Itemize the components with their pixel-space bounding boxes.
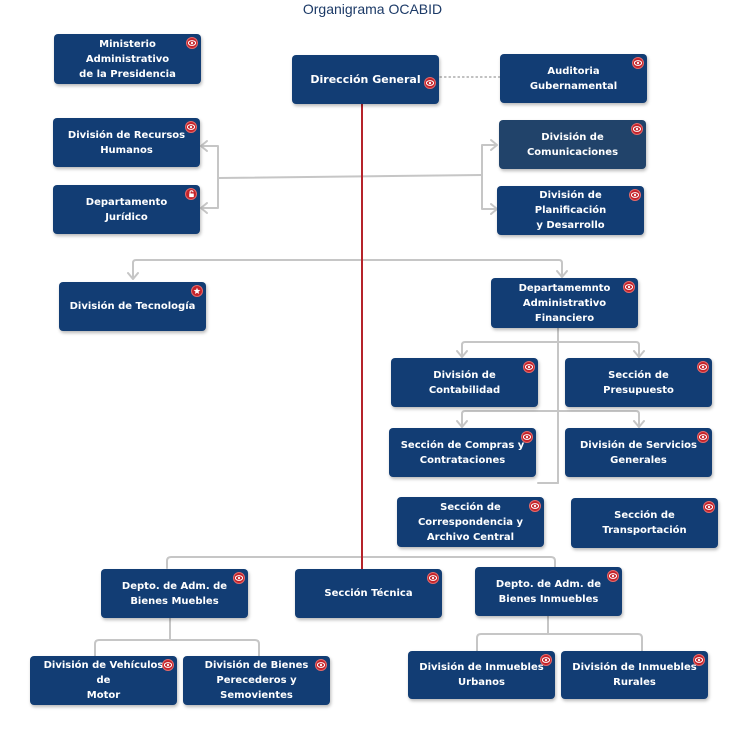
node-depto-bienes-muebles[interactable]: Depto. de Adm. de Bienes Muebles <box>101 569 248 618</box>
node-seccion-compras[interactable]: Sección de Compras y Contrataciones <box>389 428 536 477</box>
eye-icon[interactable] <box>693 654 705 666</box>
node-departamento-juridico[interactable]: Departamento Jurídico <box>53 185 200 234</box>
eye-icon[interactable] <box>233 572 245 584</box>
node-division-comunicaciones[interactable]: División de Comunicaciones <box>499 120 646 169</box>
connector-staff-bar <box>217 174 483 179</box>
eye-icon[interactable] <box>529 500 541 512</box>
node-division-inmuebles-rurales[interactable]: División de Inmuebles Rurales <box>561 651 708 699</box>
eye-icon[interactable] <box>185 121 197 133</box>
node-division-inmuebles-urbanos[interactable]: División de Inmuebles Urbanos <box>408 651 555 699</box>
eye-icon[interactable] <box>523 361 535 373</box>
chart-title: Organigrama OCABID <box>302 1 443 17</box>
node-division-tecnologia[interactable]: División de Tecnología <box>59 282 206 331</box>
arrow-tecnologia <box>127 272 139 280</box>
connector-rrhh <box>201 145 219 179</box>
eye-icon[interactable] <box>631 123 643 135</box>
node-division-servicios-generales[interactable]: División de Servicios Generales <box>565 428 712 477</box>
lock-icon[interactable] <box>185 188 197 200</box>
eye-icon[interactable] <box>623 281 635 293</box>
eye-icon[interactable] <box>315 659 327 671</box>
node-division-bienes-perecederos[interactable]: División de Bienes Perecederos y Semovie… <box>183 656 330 705</box>
node-division-planificacion[interactable]: División de Planificación y Desarrollo <box>497 186 644 235</box>
connector-compras-servicios <box>461 410 640 426</box>
eye-icon[interactable] <box>540 654 552 666</box>
star-icon[interactable] <box>191 285 203 297</box>
node-division-vehiculos[interactable]: División de Vehículos de Motor <box>30 656 177 705</box>
connector-contabilidad-presupuesto <box>461 341 640 356</box>
node-seccion-presupuesto[interactable]: Sección de Presupuesto <box>565 358 712 407</box>
eye-icon[interactable] <box>607 570 619 582</box>
connector-comunicaciones <box>481 144 497 176</box>
eye-icon[interactable] <box>427 572 439 584</box>
eye-icon[interactable] <box>697 431 709 443</box>
connector-bienes-muebles-children <box>94 639 260 657</box>
node-seccion-tecnica[interactable]: Sección Técnica <box>295 569 442 618</box>
eye-icon[interactable] <box>521 431 533 443</box>
connector-tecnologia <box>132 259 563 278</box>
node-auditoria-gubernamental[interactable]: Auditoria Gubernamental <box>500 54 647 103</box>
eye-icon[interactable] <box>186 37 198 49</box>
arrow-comunicaciones <box>490 139 498 151</box>
eye-icon[interactable] <box>424 77 436 89</box>
eye-icon[interactable] <box>697 361 709 373</box>
node-seccion-correspondencia[interactable]: Sección de Correspondencia y Archivo Cen… <box>397 497 544 547</box>
node-division-contabilidad[interactable]: División de Contabilidad <box>391 358 538 407</box>
connector-juridico <box>201 177 219 209</box>
node-departamento-administrativo-financiero[interactable]: Departamemnto Administrativo Financiero <box>491 278 638 328</box>
arrow-admin-fin <box>556 270 568 278</box>
arrow-rrhh <box>200 140 208 152</box>
node-ministerio-administrativo[interactable]: Ministerio Administrativo de la Presiden… <box>54 34 201 84</box>
eye-icon[interactable] <box>632 57 644 69</box>
connector-planificacion <box>481 174 497 210</box>
node-direccion-general[interactable]: Dirección General <box>292 55 439 104</box>
connector-bienes-inmuebles-children <box>476 633 643 652</box>
eye-icon[interactable] <box>162 659 174 671</box>
eye-icon[interactable] <box>703 501 715 513</box>
node-seccion-transportacion[interactable]: Sección de Transportación <box>571 498 718 548</box>
arrow-juridico <box>200 202 208 214</box>
node-depto-bienes-inmuebles[interactable]: Depto. de Adm. de Bienes Inmuebles <box>475 567 622 616</box>
eye-icon[interactable] <box>629 189 641 201</box>
node-division-recursos-humanos[interactable]: División de Recursos Humanos <box>53 118 200 167</box>
